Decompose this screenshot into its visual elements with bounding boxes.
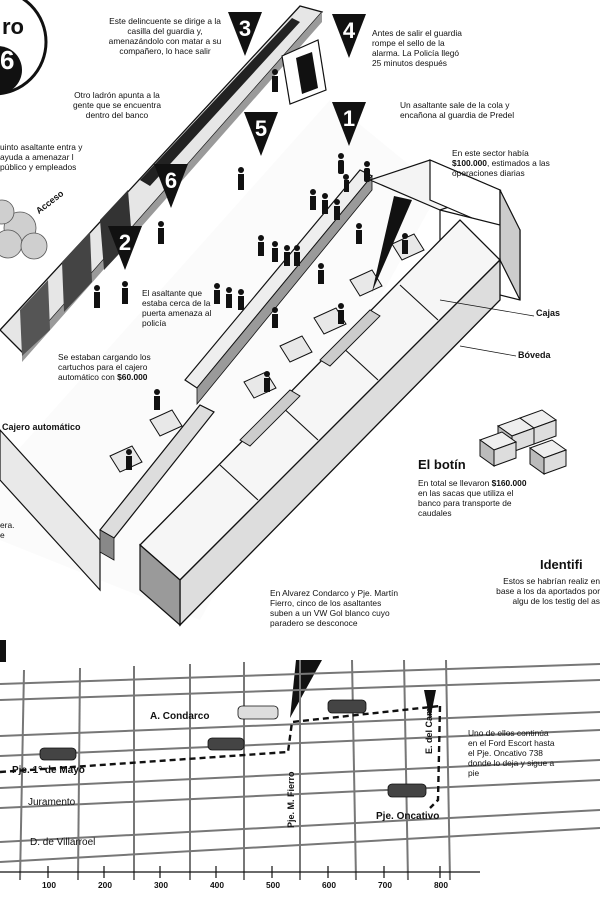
botin-amount: $160.000 bbox=[491, 478, 527, 488]
scale-600: 600 bbox=[322, 880, 336, 890]
trees bbox=[0, 199, 48, 260]
note-sector-post: , estimados a las operaciones diarias bbox=[452, 158, 550, 178]
step-marker-2: 2 bbox=[108, 226, 142, 270]
guard-figure bbox=[296, 52, 318, 94]
people bbox=[94, 69, 408, 470]
street-del-campo: E. del Campo bbox=[424, 696, 434, 754]
title-fragment: ro bbox=[2, 14, 24, 39]
wall-band bbox=[140, 18, 300, 186]
title-digit-disc bbox=[0, 46, 22, 94]
botin-pre: En total se llevaron bbox=[418, 478, 490, 488]
note-quinto: uinto asaltante entra y ayuda a amenazar… bbox=[0, 142, 83, 172]
note-cajero-amount: $60.000 bbox=[117, 372, 148, 382]
identification-title: Identifi bbox=[540, 557, 583, 572]
street-juramento: Juramento bbox=[28, 797, 76, 808]
escape-route bbox=[0, 704, 442, 809]
cars bbox=[39, 699, 427, 798]
note-otro-ladron: Otro ladrón apunta a la gente que se enc… bbox=[72, 90, 161, 120]
step-marker-4: 4 bbox=[332, 14, 366, 58]
loot-boxes bbox=[478, 409, 568, 475]
note-delincuente: Este delincuente se dirige a la casilla … bbox=[108, 16, 222, 56]
label-boveda: Bóveda bbox=[518, 350, 551, 360]
note-cajero: Se estaban cargando los cartuchos para e… bbox=[58, 352, 158, 382]
identification-text: Estos se habrían realiz en base a los da… bbox=[496, 576, 600, 606]
note-left-edge: era. e bbox=[0, 520, 15, 540]
teller-wall-side bbox=[196, 174, 373, 406]
label-cajero-automatico: Cajero automático bbox=[2, 422, 81, 432]
street-oncativo: Pje. Oncativo bbox=[376, 811, 440, 822]
label-cajas: Cajas bbox=[536, 308, 561, 318]
step-marker-1: 1 bbox=[332, 102, 366, 146]
note-escape-escort: Uno de ellos continúa en el Ford Escort … bbox=[468, 728, 555, 778]
scale-700: 700 bbox=[378, 880, 392, 890]
note-sector-pre: En este sector había bbox=[452, 148, 529, 158]
wall-window bbox=[62, 232, 92, 312]
title-digit: 6 bbox=[0, 45, 15, 75]
note-sector-amount: $100.000 bbox=[452, 158, 487, 168]
note-guardia: Antes de salir el guardia rompe el sello… bbox=[372, 28, 462, 68]
scale-500: 500 bbox=[266, 880, 280, 890]
botin-title: El botín bbox=[418, 457, 466, 472]
scale-300: 300 bbox=[154, 880, 168, 890]
scale-bar bbox=[0, 866, 480, 878]
scale-100: 100 bbox=[42, 880, 56, 890]
step-marker-5: 5 bbox=[244, 112, 278, 156]
botin-post: en las sacas que utiliza el banco para t… bbox=[418, 488, 514, 518]
street-1-de-mayo: Pje. 1° de Mayo bbox=[12, 765, 85, 776]
note-sector: En este sector había $100.000, estimados… bbox=[452, 148, 560, 178]
note-asaltante-cola: Un asaltante sale de la cola y encañona … bbox=[400, 100, 515, 120]
note-asaltante-puerta: El asaltante que estaba cerca de la puer… bbox=[142, 288, 212, 328]
scale-400: 400 bbox=[210, 880, 224, 890]
note-cajero-pre: Se estaban cargando los cartuchos para e… bbox=[58, 352, 151, 382]
wall-window bbox=[20, 280, 50, 356]
step-marker-6: 6 bbox=[154, 164, 188, 208]
street-map bbox=[0, 659, 600, 881]
note-escape-gol: En Alvarez Condarco y Pje. Martín Fierro… bbox=[270, 588, 399, 628]
desks bbox=[109, 233, 425, 473]
scale-200: 200 bbox=[98, 880, 112, 890]
street-condarco: A. Condarco bbox=[150, 711, 210, 722]
street-villarroel: D. de Villarroel bbox=[30, 837, 96, 848]
botin-text: En total se llevaron $160.000 en las sac… bbox=[418, 478, 528, 518]
street-m-fierro: Pje. M. Fierro bbox=[286, 771, 296, 828]
scale-800: 800 bbox=[434, 880, 448, 890]
step-marker-3: 3 bbox=[228, 12, 262, 56]
